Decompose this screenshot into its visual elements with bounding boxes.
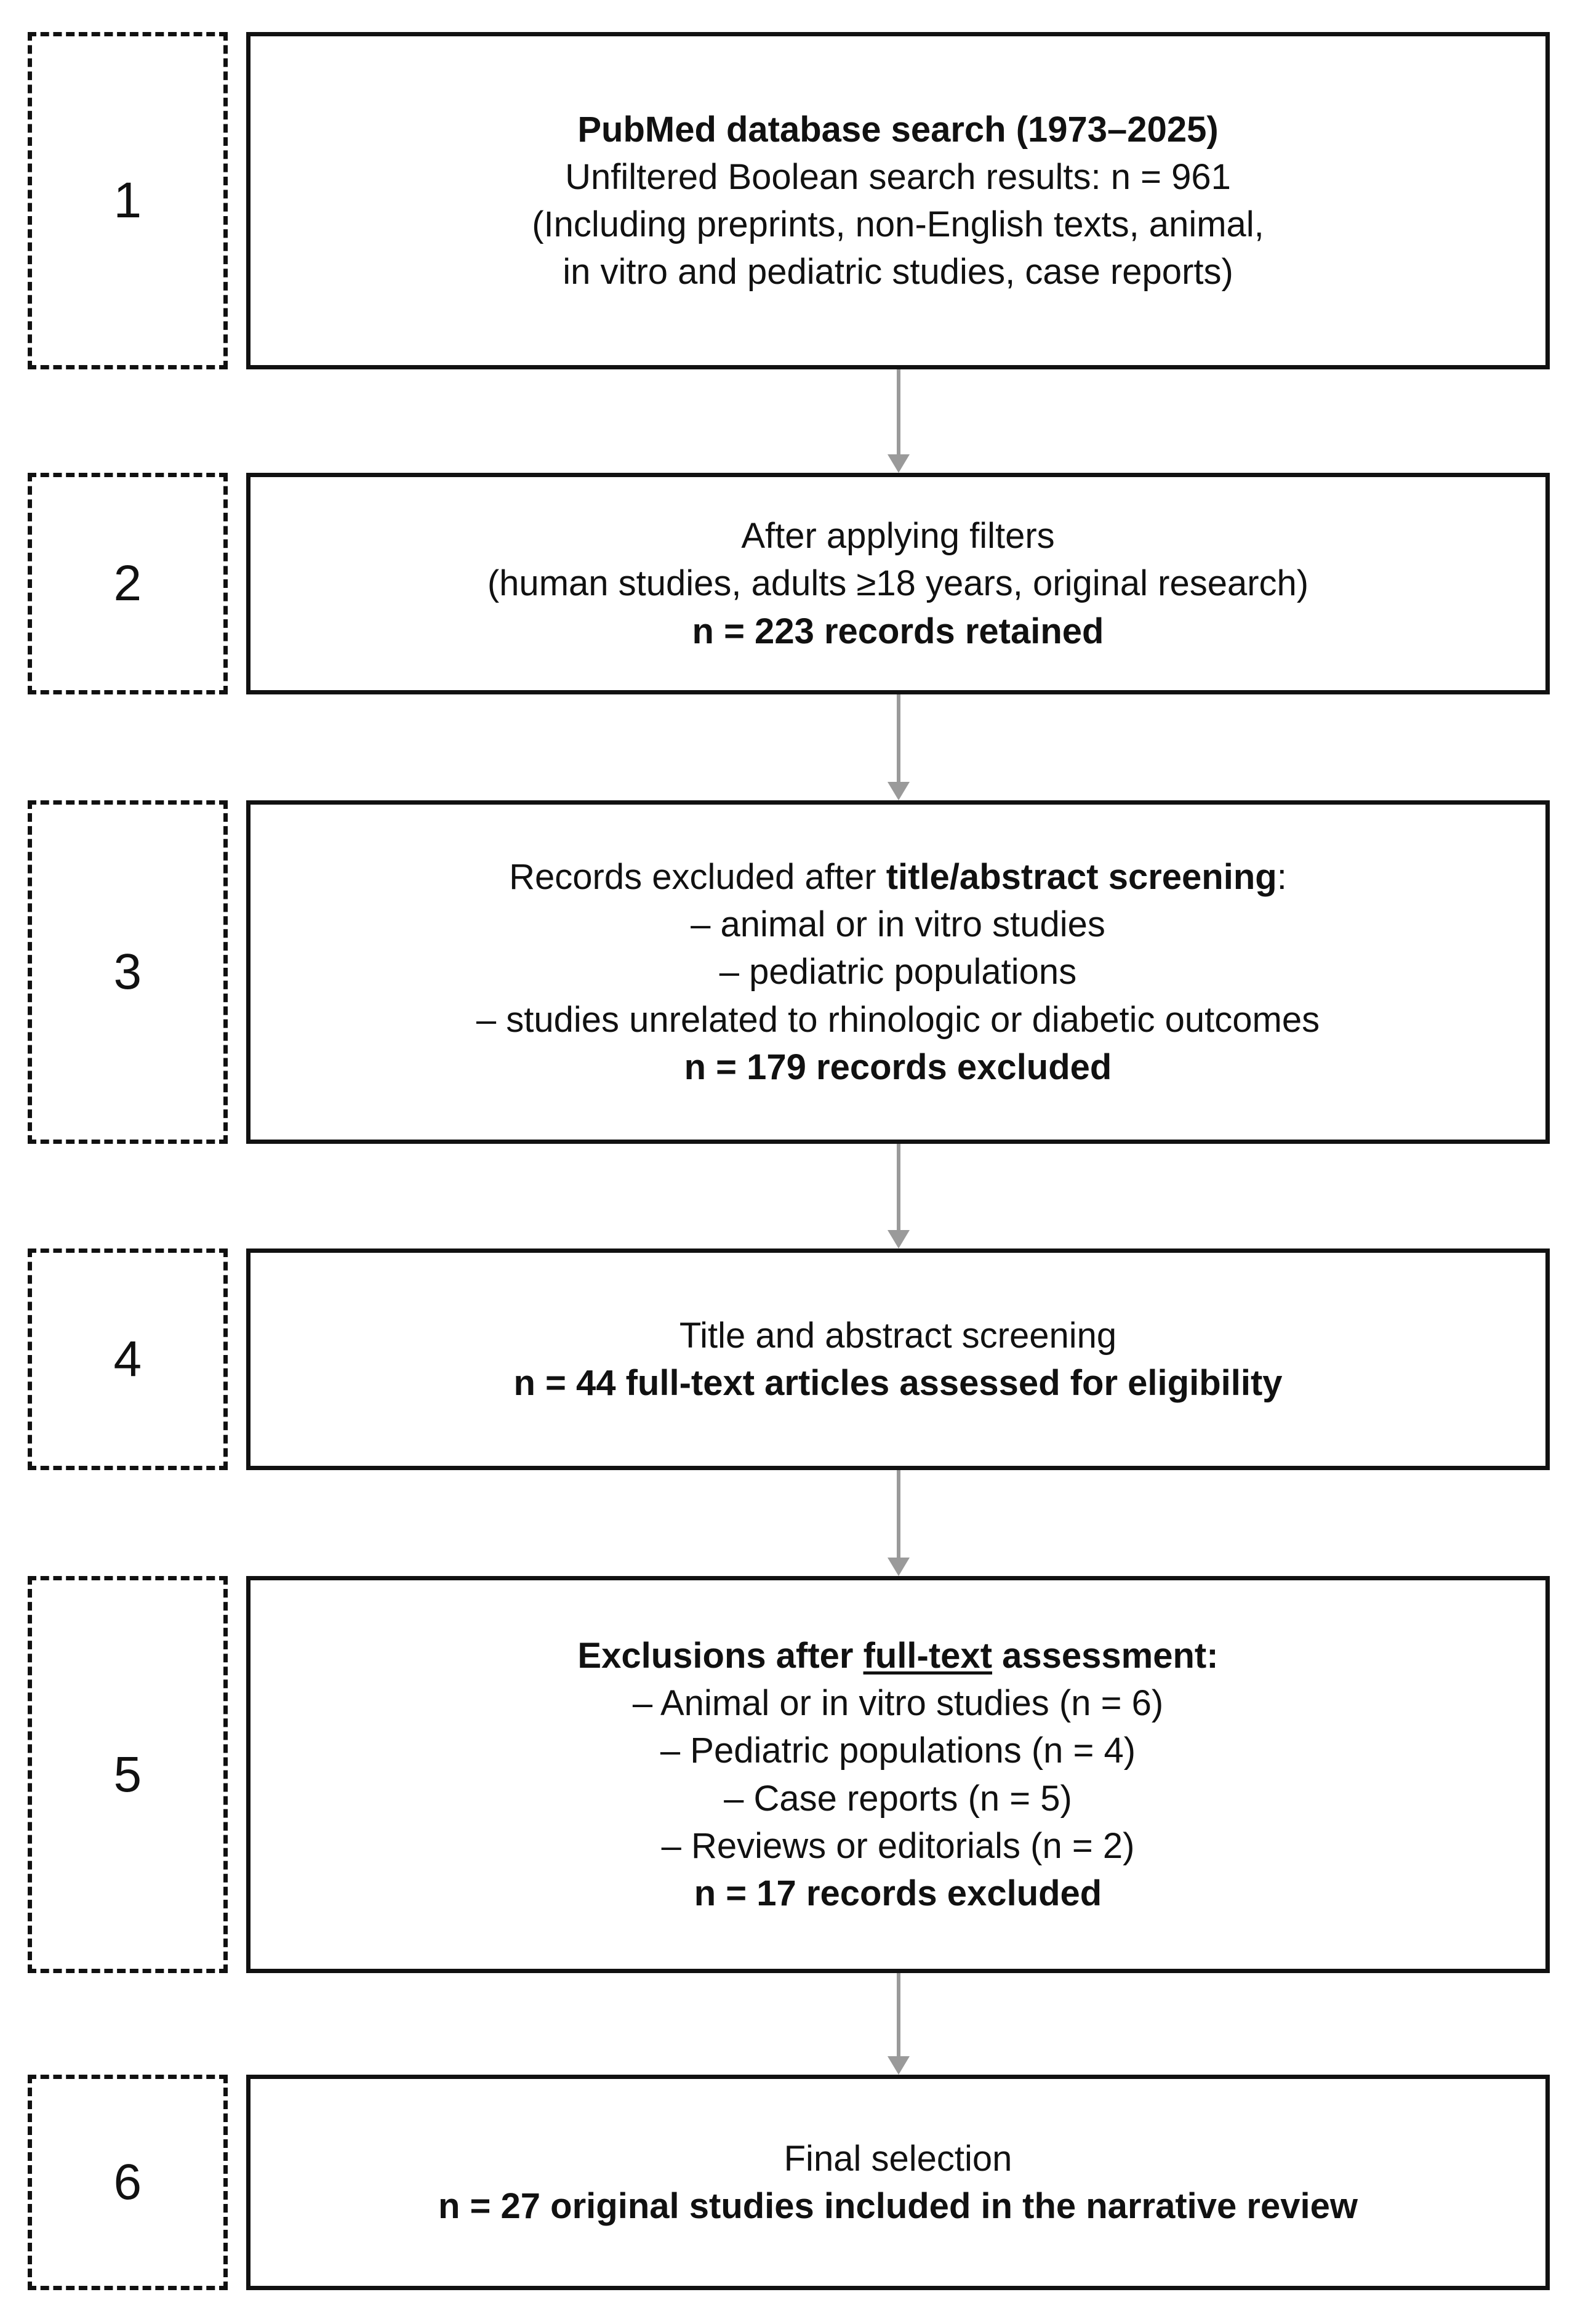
stage-text-line: Title and abstract screening [679, 1315, 1117, 1356]
arrow-stage1-to-stage2 [888, 369, 910, 473]
stage-content-box-4: Title and abstract screening n = 44 full-… [246, 1248, 1550, 1470]
stage-text-line: – Case reports (n = 5) [724, 1778, 1072, 1819]
stage-text-line: Unfiltered Boolean search results: n = 9… [565, 156, 1231, 197]
arrow-stage5-to-stage6 [888, 1973, 910, 2075]
stage-text-line: Records excluded after title/abstract sc… [509, 857, 1287, 898]
arrow-shaft [897, 1470, 900, 1560]
stage-text-line: After applying filters [741, 516, 1055, 557]
stage-content-box-5: Exclusions after full-text assessment: – … [246, 1576, 1550, 1973]
stage-number-label: 3 [113, 944, 142, 1000]
stage-number-label: 2 [113, 555, 142, 611]
arrow-stage4-to-stage5 [888, 1470, 910, 1576]
stage-number-label: 5 [113, 1746, 142, 1803]
arrow-stage3-to-stage4 [888, 1144, 910, 1248]
stage-text-line: PubMed database search (1973–2025) [577, 109, 1219, 150]
stage-number-label: 6 [113, 2154, 142, 2210]
stage-text-line: – studies unrelated to rhinologic or dia… [476, 999, 1320, 1040]
arrowhead-icon [888, 1230, 910, 1248]
stage-text-line: – pediatric populations [719, 952, 1077, 992]
stage-text-line: – animal or in vitro studies [691, 904, 1105, 945]
stage-text-line: – Pediatric populations (n = 4) [660, 1731, 1136, 1771]
stage-number-box-3: 3 [28, 800, 228, 1144]
stage-text-line: in vitro and pediatric studies, case rep… [563, 252, 1233, 292]
stage-text-line: – Reviews or editorials (n = 2) [661, 1825, 1135, 1866]
stage-number-label: 1 [113, 172, 142, 228]
stage-number-box-1: 1 [28, 32, 228, 369]
arrow-shaft [897, 369, 900, 457]
arrow-stage2-to-stage3 [888, 694, 910, 800]
arrow-shaft [897, 694, 900, 784]
stage-number-box-6: 6 [28, 2075, 228, 2290]
arrowhead-icon [888, 2056, 910, 2075]
stage-content-box-6: Final selection n = 27 original studies i… [246, 2075, 1550, 2290]
stage-content-box-1: PubMed database search (1973–2025) Unfilt… [246, 32, 1550, 369]
stage-text-line: – Animal or in vitro studies (n = 6) [632, 1683, 1164, 1724]
arrow-shaft [897, 1144, 900, 1232]
stage-text-line: (Including preprints, non-English texts,… [532, 204, 1264, 244]
arrowhead-icon [888, 782, 910, 800]
stage-text-line: n = 179 records excluded [684, 1047, 1112, 1087]
stage-text-line: (human studies, adults ≥18 years, origin… [487, 563, 1309, 604]
stage-text-line: n = 17 records excluded [694, 1873, 1102, 1913]
stage-number-box-4: 4 [28, 1248, 228, 1470]
stage-number-box-5: 5 [28, 1576, 228, 1973]
stage-content-box-3: Records excluded after title/abstract sc… [246, 800, 1550, 1144]
stage-text-line: n = 27 original studies included in the … [438, 2186, 1358, 2226]
arrowhead-icon [888, 1558, 910, 1576]
stage-number-label: 4 [113, 1331, 142, 1387]
stage-text-line: Exclusions after full-text assessment: [577, 1636, 1219, 1676]
stage-text-line: Final selection [783, 2138, 1012, 2179]
arrowhead-icon [888, 454, 910, 473]
stage-content-box-2: After applying filters (human studies, ad… [246, 473, 1550, 694]
stage-number-box-2: 2 [28, 473, 228, 694]
stage-text-line: n = 44 full-text articles assessed for e… [513, 1363, 1283, 1403]
arrow-shaft [897, 1973, 900, 2059]
stage-text-line: n = 223 records retained [692, 611, 1104, 651]
